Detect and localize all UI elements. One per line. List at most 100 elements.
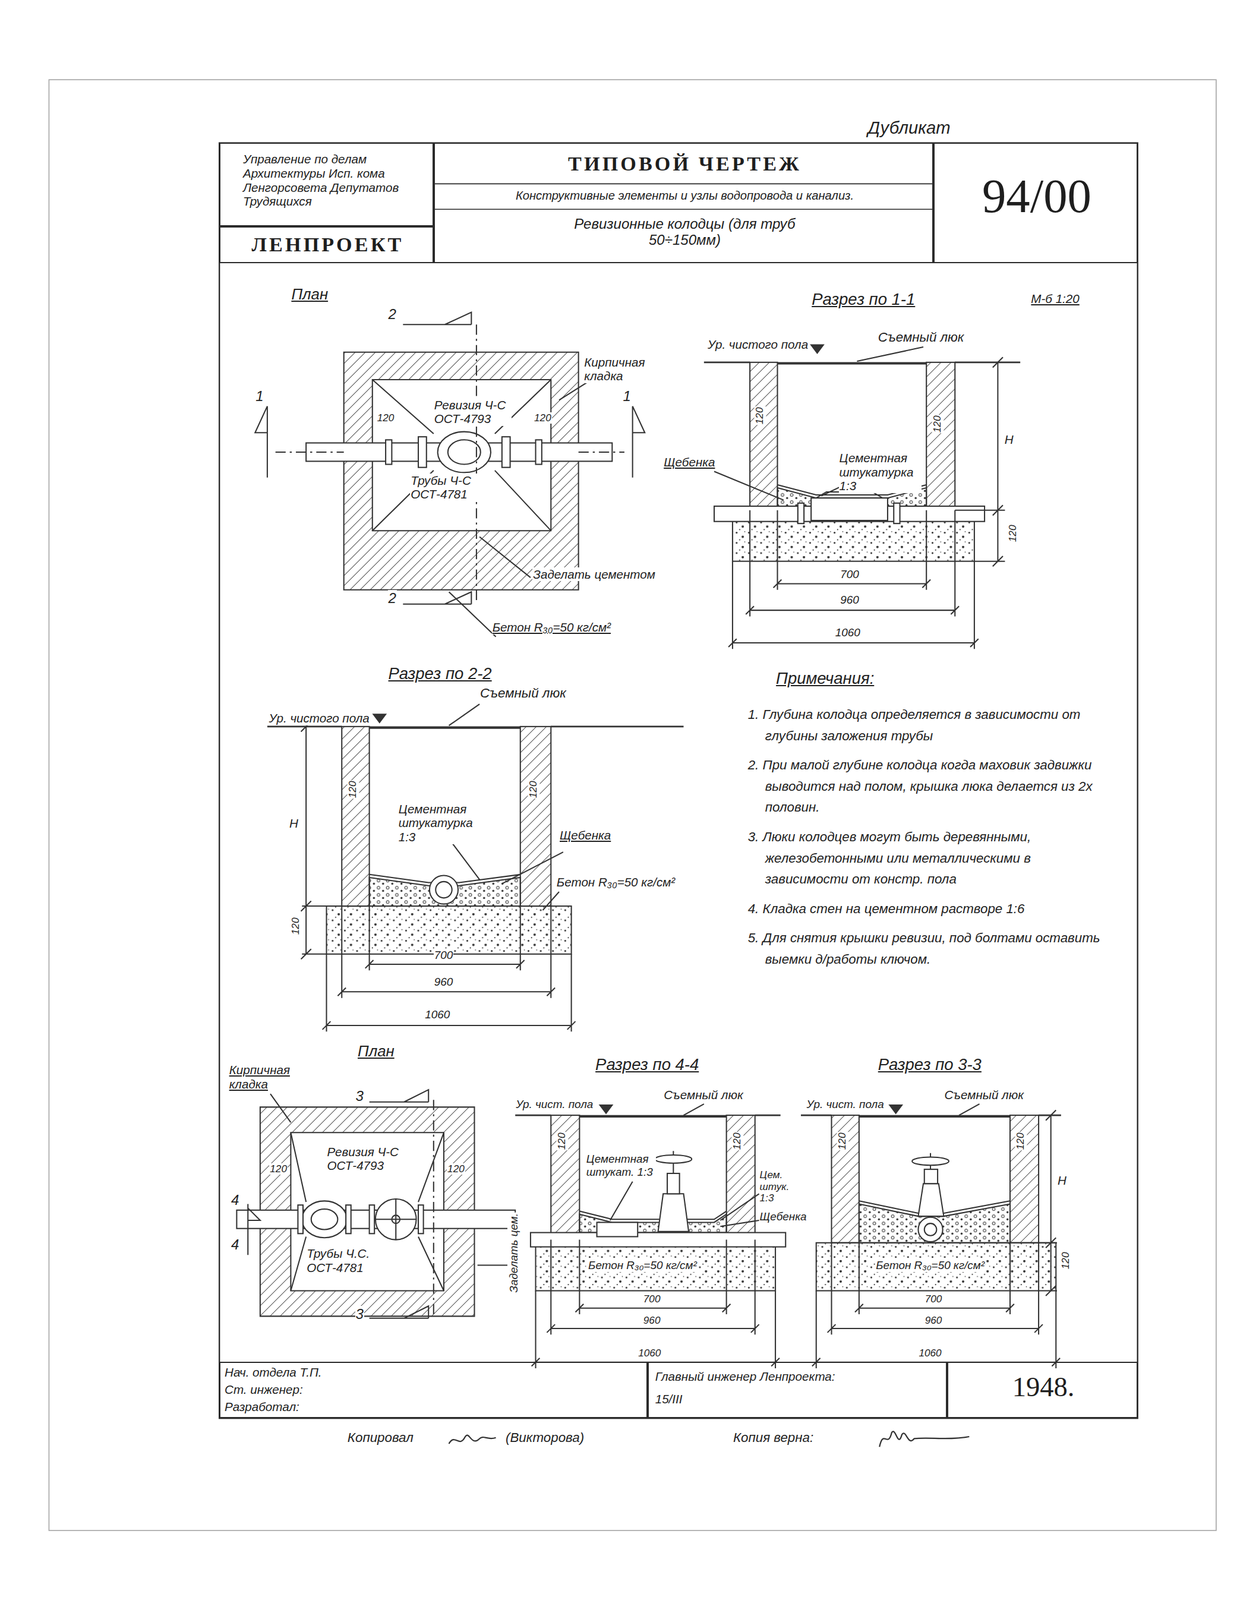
title-block-text: Конструктивные элементы и узлы водопрово… (434, 188, 935, 203)
plan-view-stroke (344, 352, 579, 590)
plan-view-stroke (402, 312, 472, 605)
callout-text: Ур. чистого пола (268, 711, 371, 726)
callout-text: Трубы Ч.С. ОСТ-4781 (305, 1246, 389, 1275)
dimension-text: 3 (355, 1087, 365, 1105)
view-title: М-б 1:20 (1030, 291, 1080, 306)
view-title: Кирпичная кладка (228, 1062, 302, 1091)
callout-text: Ур. чистого пола (707, 337, 809, 352)
plan-view-with-valve-stroke (311, 1209, 339, 1230)
dimension-text: 1060 (917, 1347, 942, 1360)
view-title: Бетон R₃₀=50 кг/см² (491, 620, 612, 635)
section-2-2-stroke (449, 838, 564, 911)
plan-view-with-valve-stroke (301, 1200, 347, 1238)
callout-text: Н (1004, 432, 1015, 447)
section-1-1-stroke (714, 471, 847, 501)
section-1-1-stroke (728, 561, 979, 650)
section-4-4-stroke (575, 1239, 731, 1315)
plan-view-with-valve-stroke (297, 1204, 304, 1234)
section-1-1-stroke (811, 345, 824, 354)
plan-view-with-valve-stroke (369, 1089, 429, 1319)
section-1-1 (704, 345, 1021, 650)
section-3-3-stroke (1038, 1110, 1057, 1297)
view-title: Разрез по 2-2 (387, 664, 493, 684)
dimension-text: 120 (1059, 1251, 1072, 1271)
section-2-2-stroke (365, 906, 525, 971)
plan-view-with-valve-stroke (375, 1198, 417, 1240)
section-2-2-stroke (337, 906, 555, 999)
section-2-2-stroke (322, 954, 576, 1033)
section-1-1-stroke (773, 510, 931, 590)
notes-column: 1. Глубина колодца определяется в зависи… (748, 704, 1107, 979)
section-4-4-stroke (531, 1290, 780, 1369)
dimension-text: 120 (376, 412, 396, 425)
dimension-text: 1 (254, 387, 264, 405)
note-text: 1. Глубина колодца определяется в зависи… (748, 704, 1107, 747)
dimension-text: 2 (387, 589, 397, 607)
dimension-text: 120 (533, 412, 552, 425)
callout-text: Заделать цем. (507, 1212, 521, 1294)
section-1-1-stroke (777, 361, 927, 365)
dimension-text: 2 (387, 305, 397, 323)
section-4-4-stroke (654, 1155, 692, 1164)
dimension-text: 700 (642, 1293, 662, 1306)
section-4-4-stroke (667, 1173, 680, 1194)
callout-text: Ур. чист. пола (806, 1097, 885, 1112)
section-1-1-stroke (856, 346, 924, 362)
dimension-text: 4 (230, 1236, 240, 1254)
callout-text: Кирпичная кладка (583, 355, 662, 384)
section-3-3-stroke (924, 1169, 938, 1184)
callout-text: Съемный люк (877, 329, 965, 346)
plan-view-stroke (535, 439, 542, 465)
section-1-1-stroke (926, 362, 955, 511)
title-block-text: Управление по делам Архитектуры Исп. ком… (243, 152, 427, 209)
dimension-text: 960 (642, 1314, 662, 1327)
section-4-4-stroke (546, 1239, 759, 1336)
title-block-text: Нач. отдела Т.П. (224, 1365, 322, 1380)
dimension-text: 120 (269, 1163, 288, 1176)
title-block-text: 1948. (948, 1371, 1139, 1404)
title-block-cell: 94/00 (933, 142, 1138, 264)
plan-view-with-valve-stroke (375, 1198, 417, 1240)
callout-text: Щебенка (759, 1210, 808, 1224)
section-2-2-stroke (341, 726, 369, 907)
plan-view-stroke (447, 439, 481, 465)
title-block-cell: Управление по делам Архитектуры Исп. ком… (219, 142, 434, 227)
title-block-text: 94/00 (934, 168, 1139, 224)
plan-view-with-valve-stroke (270, 1093, 513, 1265)
section-2-2-stroke (435, 881, 452, 898)
view-title: Щебенка (559, 828, 612, 843)
dimension-text: 700 (924, 1293, 943, 1306)
section-1-1-stroke (745, 510, 959, 617)
plan-view-with-valve-stroke (418, 1204, 424, 1234)
dimension-text: 960 (839, 593, 860, 607)
section-4-4-stroke (610, 1181, 760, 1227)
title-block-text: Главный инженер Ленпроекта: (655, 1369, 836, 1384)
plan-view-stroke (275, 451, 625, 453)
plan-view-with-valve-stroke (247, 1204, 261, 1256)
callout-text: Ревизия Ч-С ОСТ-4793 (433, 398, 512, 427)
view-title: План (290, 285, 329, 304)
section-2-2-stroke (449, 704, 481, 726)
dimension-text: 120 (556, 1132, 569, 1151)
callout-text: Бетон R₃₀=50 кг/см² (587, 1259, 698, 1273)
view-title: Разрез по 4-4 (594, 1055, 700, 1075)
title-block-cell: 1948. (947, 1361, 1138, 1418)
title-block-text: Разработал: (224, 1399, 300, 1415)
signature-stroke (449, 1435, 497, 1444)
dimension-text: 120 (731, 1132, 744, 1151)
dimension-text: 1060 (424, 1008, 451, 1022)
plan-view-with-valve-stroke (433, 1099, 435, 1317)
view-title: Разрез по 3-3 (877, 1055, 983, 1075)
section-4-4-stroke (550, 1115, 580, 1240)
callout-text: Ревизия Ч-С ОСТ-4793 (326, 1144, 405, 1173)
section-3-3-stroke (889, 1105, 902, 1114)
dimension-text: 1 (622, 387, 631, 405)
callout-text: Бетон R₃₀=50 кг/см² (556, 875, 676, 890)
title-block-text: Ст. инженер: (224, 1382, 304, 1397)
plan-view-stroke (502, 436, 511, 468)
dimension-text: 120 (446, 1163, 466, 1176)
plan-view-stroke (418, 436, 427, 468)
dimension-text: 120 (1007, 524, 1019, 543)
callout-text: Цем. штук. 1:3 (759, 1169, 804, 1205)
dimension-text: 700 (433, 948, 454, 962)
